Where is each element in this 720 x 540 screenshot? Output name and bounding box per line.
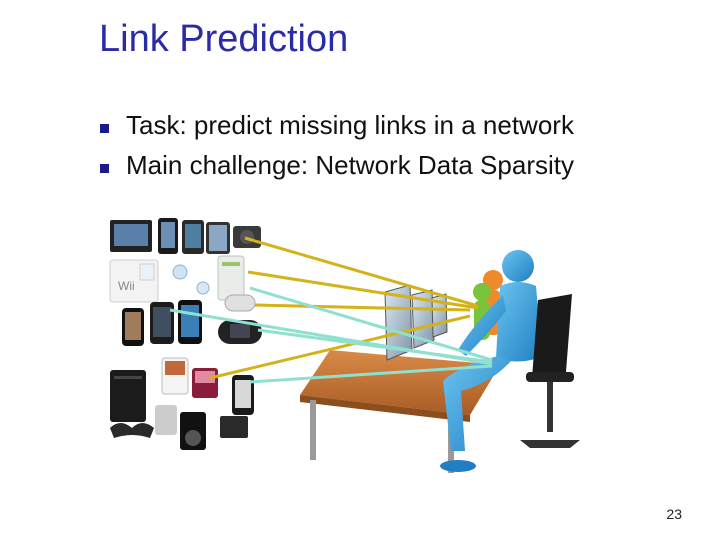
controller-icon xyxy=(225,295,255,311)
bullet-text: Main challenge: Network Data Sparsity xyxy=(126,150,574,181)
bullet-square-icon xyxy=(100,124,109,133)
link-prediction-illustration: Wii xyxy=(0,200,720,490)
disc-icon xyxy=(173,265,187,279)
gamepad-icon xyxy=(110,423,154,438)
wii-label: Wii xyxy=(118,279,135,293)
person-head xyxy=(502,250,534,282)
ipod-icon xyxy=(155,405,177,435)
page-number: 23 xyxy=(666,506,682,522)
slide-title: Link Prediction xyxy=(99,18,348,61)
bullet-text: Task: predict missing links in a network xyxy=(126,110,574,141)
users-at-desk xyxy=(300,250,580,473)
person-head xyxy=(473,283,491,301)
device-collage: Wii xyxy=(110,218,262,450)
bullet-square-icon xyxy=(100,164,109,173)
link-line xyxy=(248,272,478,308)
office-chair xyxy=(532,294,572,378)
monitor-icon xyxy=(220,416,248,438)
